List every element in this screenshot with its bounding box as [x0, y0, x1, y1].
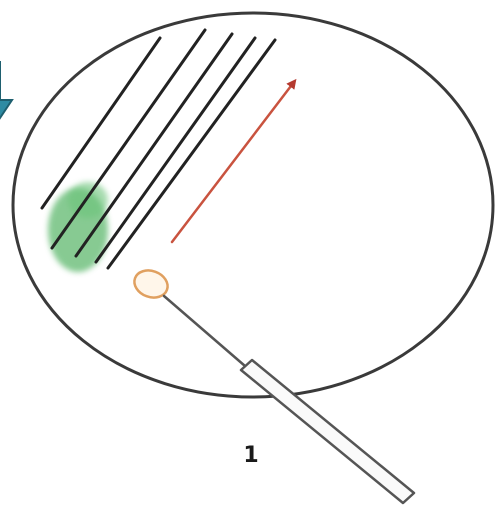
- down-arrow-icon: [0, 62, 12, 130]
- loop-handle: [241, 360, 414, 503]
- up-right-arrow-icon: [172, 82, 294, 242]
- loop-wire: [164, 296, 245, 366]
- streak-line: [76, 34, 232, 256]
- step-number-label: 1: [243, 443, 258, 468]
- inoculating-loop-icon: [131, 266, 414, 503]
- streak-line: [42, 38, 160, 208]
